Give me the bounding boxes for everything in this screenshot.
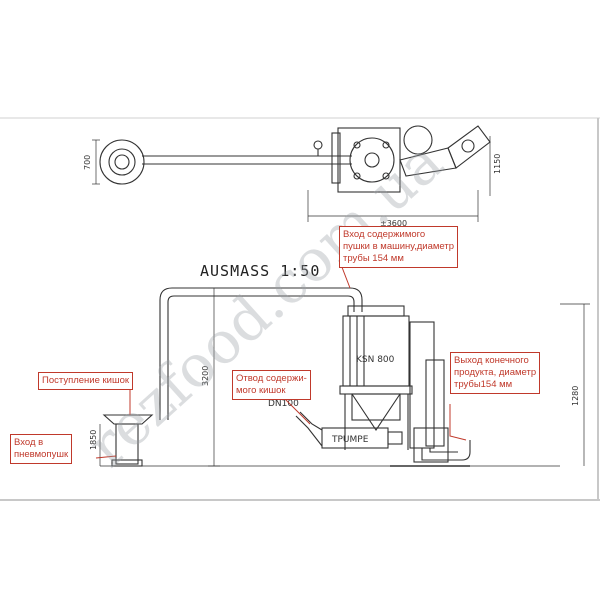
annotation-line: трубы 154 мм [343,253,404,264]
annotation-inlet-pneumogun: Вход в пневмопушк [10,434,73,464]
dim-small-height: 1850 [89,430,98,450]
annotation-line: Вход содержимого [343,229,426,240]
annotation-line: продукта, диаметр [454,367,537,378]
plan-view [92,125,491,222]
diagram-title: AUSMASS 1:50 [200,262,320,280]
annotation-line: Отвод содержи- [236,373,307,384]
annotation-line: Поступление кишок [42,375,130,386]
annotation-outlet-product: Выход конечного продукта, диаметр трубы1… [450,352,541,394]
annotation-line: пневмопушк [14,449,69,460]
label-pump: TPUMPE [331,435,369,445]
annotation-inlet-machine: Вход содержимого пушки в машину,диаметр … [339,226,458,268]
annotation-line: пушки в машину,диаметр [343,241,454,252]
label-dn: DN100 [268,399,299,409]
dim-top-width: ±3600 [380,219,407,228]
annotation-intestine-supply: Поступление кишок [38,372,134,390]
annotation-line: Выход конечного [454,355,529,366]
dim-top-left: 700 [83,155,92,170]
annotation-intestine-drain: Отвод содержи- мого кишок [232,370,311,400]
dim-right-height: 1280 [571,386,580,406]
dim-top-right: 1150 [493,154,502,174]
watermark: rezfood.com.ua [74,127,456,480]
annotation-line: трубы154 мм [454,379,513,390]
label-ksn: KSN 800 [356,355,395,365]
dim-main-height: 3200 [201,366,210,386]
annotation-line: Вход в [14,437,44,448]
annotation-line: мого кишок [236,385,286,396]
elevation-view [99,287,590,467]
